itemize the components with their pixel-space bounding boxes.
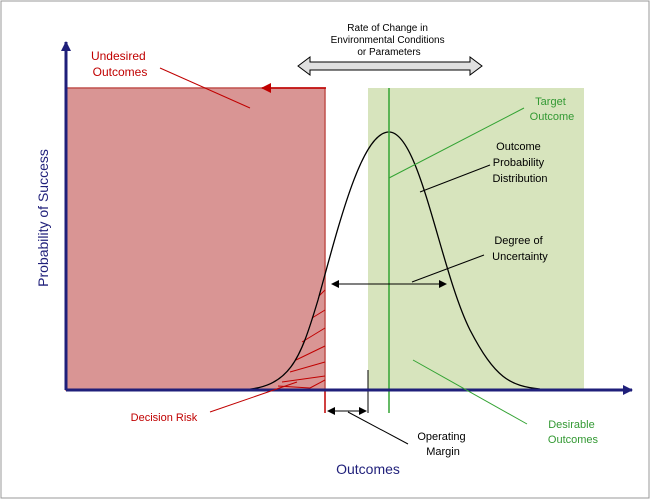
operating-margin-label: Operating Margin bbox=[417, 431, 468, 458]
decision-risk-leader bbox=[209, 381, 298, 413]
desirable-region bbox=[368, 88, 584, 390]
target-outcome-label: Target Outcome bbox=[530, 96, 575, 123]
uncertainty-label: Degree of Uncertainty bbox=[492, 235, 548, 263]
rate-of-change-arrow bbox=[297, 56, 483, 76]
rate-of-change-label: Rate of Change in Environmental Conditio… bbox=[331, 23, 448, 58]
undesired-leader bbox=[159, 67, 251, 109]
distribution-label: Outcome Probability Distribution bbox=[492, 141, 547, 185]
undesired-region bbox=[65, 87, 326, 391]
distribution-leader bbox=[419, 164, 491, 193]
decision-risk-label: Decision Risk bbox=[131, 412, 198, 424]
y-axis-label: Probability of Success bbox=[35, 149, 51, 287]
uncertainty-leader bbox=[411, 254, 485, 283]
undesired-outcomes-label: Undesired Outcomes bbox=[91, 49, 149, 79]
x-axis-label: Outcomes bbox=[336, 461, 400, 477]
desirable-outcomes-label: Desirable Outcomes bbox=[548, 419, 599, 446]
desirable-leader bbox=[412, 359, 528, 425]
operating-margin-leader bbox=[347, 411, 409, 445]
decision-risk-hatching bbox=[277, 289, 326, 389]
target-leader bbox=[388, 107, 525, 179]
